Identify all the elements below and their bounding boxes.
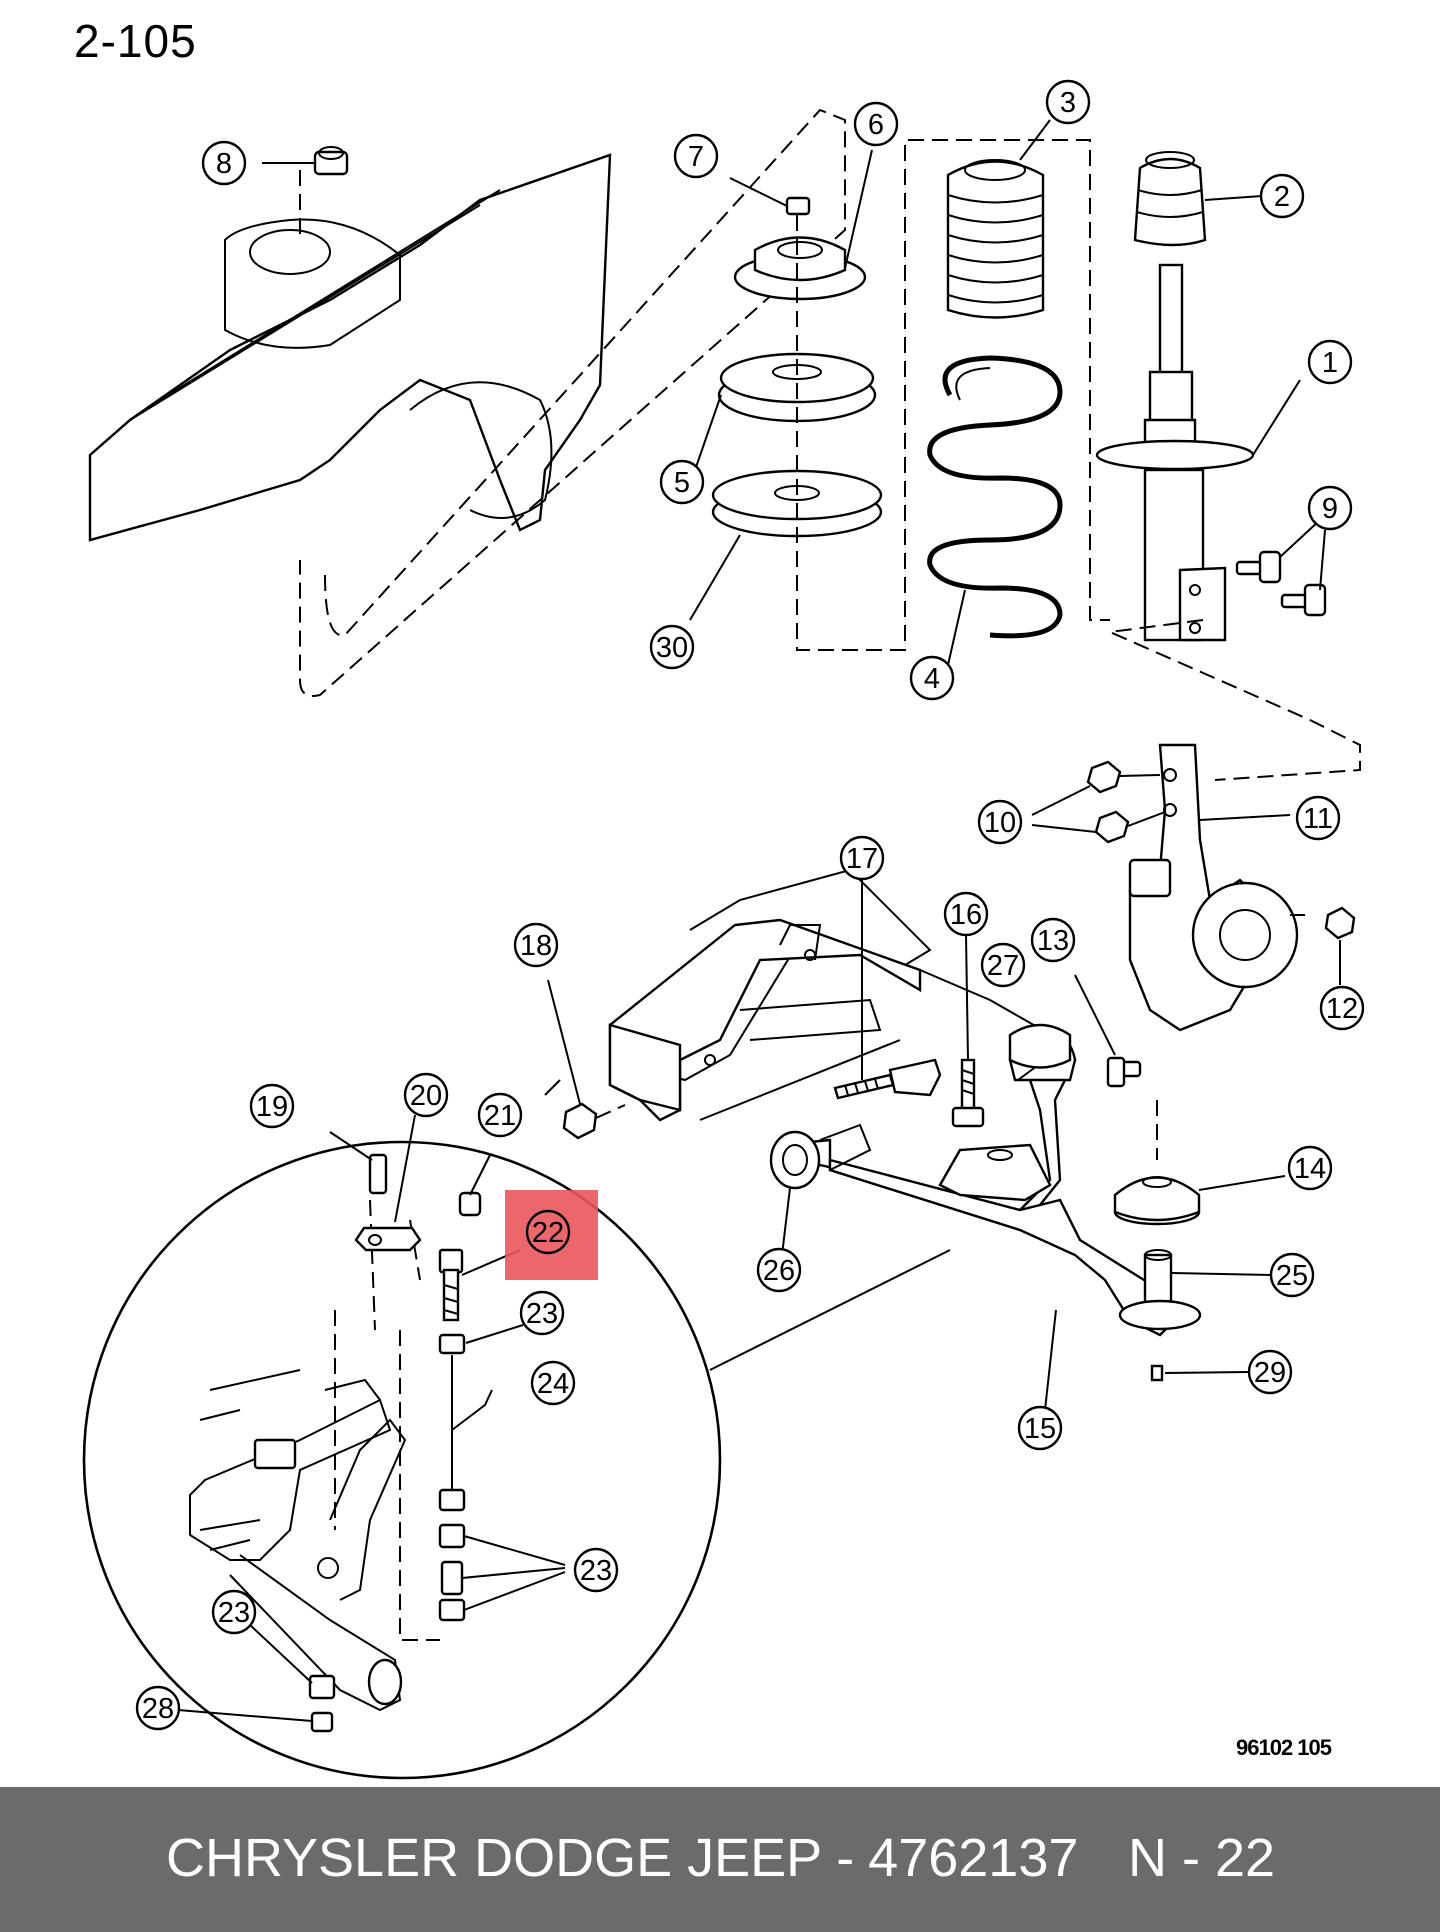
assembly-leader-upper	[299, 108, 846, 697]
svg-text:23: 23	[580, 1555, 612, 1587]
svg-text:18: 18	[520, 930, 552, 962]
svg-text:1: 1	[1322, 347, 1338, 379]
bolt-16	[951, 934, 985, 1128]
svg-text:23: 23	[526, 1298, 558, 1330]
callout-19: 19	[249, 1083, 295, 1129]
callout-18: 18	[513, 922, 559, 968]
spring-seat-5	[694, 352, 877, 471]
suspension-exploded-diagram: 1 2 3 4 5 6 7 8 9 10 11 12 13 14 15 16 1…	[82, 79, 1365, 1780]
svg-text:25: 25	[1276, 1260, 1308, 1292]
svg-text:4: 4	[924, 663, 940, 695]
callout-28: 28	[135, 1685, 181, 1731]
stabilizer-link-inset	[82, 1114, 722, 1780]
svg-text:12: 12	[1326, 993, 1358, 1025]
callout-7: 7	[673, 133, 719, 179]
callout-5: 5	[659, 459, 705, 505]
callout-29: 29	[1247, 1349, 1293, 1395]
svg-text:22: 22	[532, 1217, 564, 1249]
svg-text:21: 21	[484, 1100, 516, 1132]
bolts-9	[1235, 519, 1327, 617]
callout-23-c: 23	[211, 1589, 257, 1635]
svg-text:9: 9	[1322, 493, 1338, 525]
svg-text:8: 8	[216, 148, 232, 180]
svg-text:30: 30	[656, 632, 688, 664]
page-code: 2-105	[74, 15, 197, 67]
callout-code: N - 22	[1128, 1828, 1276, 1888]
callout-20: 20	[403, 1072, 449, 1118]
callout-17: 17	[839, 835, 885, 881]
callout-13: 13	[1030, 917, 1076, 963]
callout-26: 26	[756, 1247, 802, 1293]
callout-12: 12	[1319, 985, 1365, 1031]
svg-text:24: 24	[537, 1368, 569, 1400]
nut-8	[262, 146, 349, 176]
svg-text:7: 7	[688, 141, 704, 173]
svg-text:13: 13	[1037, 925, 1069, 957]
svg-text:23: 23	[218, 1597, 250, 1629]
nut-12	[1324, 906, 1356, 985]
callout-27: 27	[980, 942, 1026, 988]
callout-21: 21	[477, 1092, 523, 1138]
callout-1: 1	[1307, 339, 1353, 385]
callout-6: 6	[853, 101, 899, 147]
svg-text:28: 28	[142, 1693, 174, 1725]
footer-part-label: CHRYSLER DODGE JEEP-4762137	[166, 1827, 1078, 1889]
callout-24: 24	[530, 1360, 576, 1406]
footer-bar: CHRYSLER DODGE JEEP-4762137 N - 22	[0, 1787, 1440, 1932]
figure-id: 96102 105	[1236, 1735, 1332, 1760]
fender-panel	[88, 153, 612, 542]
brand-name: CHRYSLER DODGE JEEP	[166, 1828, 823, 1888]
inset-leader	[709, 1249, 951, 1371]
svg-text:14: 14	[1294, 1153, 1326, 1185]
highlight-callout-22	[505, 1190, 598, 1280]
callout-11: 11	[1295, 795, 1341, 841]
callout-25: 25	[1269, 1252, 1315, 1298]
nuts-10	[1031, 760, 1166, 844]
callout-10: 10	[977, 799, 1023, 845]
ball-joint-25	[1118, 1249, 1273, 1382]
strut-to-knuckle-leader	[1106, 619, 1361, 781]
callout-9: 9	[1307, 485, 1353, 531]
steering-knuckle-11	[1128, 743, 1305, 1032]
callout-16: 16	[943, 891, 989, 937]
svg-text:26: 26	[763, 1255, 795, 1287]
svg-text:19: 19	[256, 1091, 288, 1123]
bushing-27-bolt-13	[1008, 974, 1142, 1088]
callout-8: 8	[201, 140, 247, 186]
mount-centerline	[796, 139, 1110, 651]
svg-text:6: 6	[868, 109, 884, 141]
callout-2: 2	[1259, 173, 1305, 219]
spring-isolator-30	[689, 469, 883, 621]
svg-text:2: 2	[1274, 181, 1290, 213]
strut-assembly-1	[1095, 151, 1301, 642]
bolt-17	[833, 875, 942, 1100]
svg-text:3: 3	[1060, 87, 1076, 119]
separator: -	[836, 1828, 855, 1888]
callout-30: 30	[649, 624, 695, 670]
callout-4: 4	[909, 655, 955, 701]
coil-spring-4	[927, 355, 1063, 666]
svg-text:17: 17	[846, 843, 878, 875]
svg-text:15: 15	[1024, 1413, 1056, 1445]
svg-text:10: 10	[984, 807, 1016, 839]
svg-text:5: 5	[674, 467, 690, 499]
svg-text:16: 16	[950, 899, 982, 931]
callout-15: 15	[1017, 1405, 1063, 1451]
strut-mount-6	[729, 149, 873, 301]
svg-text:20: 20	[410, 1080, 442, 1112]
jounce-bumper-3	[946, 119, 1051, 319]
svg-text:27: 27	[987, 950, 1019, 982]
svg-text:29: 29	[1254, 1357, 1286, 1389]
nut-18	[547, 979, 626, 1140]
callout-3: 3	[1045, 79, 1091, 125]
callouts: 1 2 3 4 5 6 7 8 9 10 11 12 13 14 15 16 1…	[135, 79, 1365, 1731]
callout-23-a: 23	[519, 1290, 565, 1336]
svg-text:11: 11	[1303, 803, 1333, 835]
part-number: 4762137	[868, 1828, 1079, 1888]
callout-23-b: 23	[573, 1547, 619, 1593]
callout-14: 14	[1287, 1145, 1333, 1191]
bushing-14	[1113, 1100, 1286, 1226]
callout-22: 22	[525, 1209, 571, 1255]
